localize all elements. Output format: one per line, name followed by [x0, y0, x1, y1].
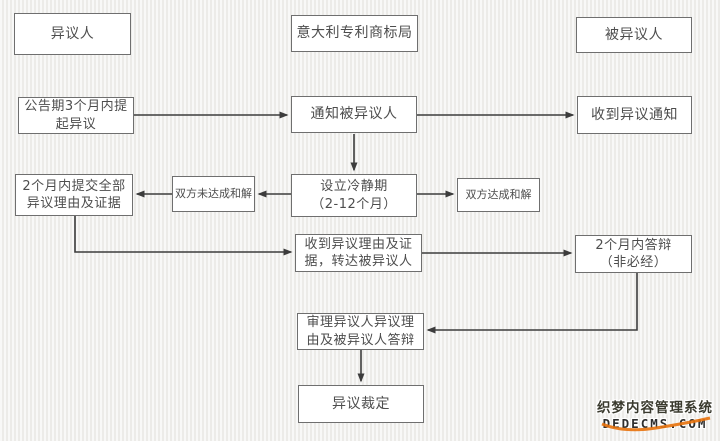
node-label: 通知被异议人 — [310, 106, 398, 123]
node-label: （2-12个月） — [311, 196, 397, 212]
node-label: （非必经） — [599, 255, 668, 270]
node-opposed-party: 被异议人 — [576, 17, 692, 53]
node-label: 收到异议通知 — [591, 106, 678, 123]
node-ruling: 异议裁定 — [298, 385, 424, 423]
node-trademark-office: 意大利专利商标局 — [291, 15, 418, 52]
node-forward-grounds: 收到异议理由及证 据，转达被异议人 — [295, 234, 422, 272]
node-label: 双方达成和解 — [465, 187, 532, 201]
node-label: 起异议 — [55, 116, 97, 132]
node-label: 2个月内提交全部 — [22, 178, 126, 194]
node-label: 收到异议理由及证 — [304, 236, 413, 252]
node-notify-opposed: 通知被异议人 — [291, 96, 417, 133]
node-file-opposition: 公告期3个月内提 起异议 — [18, 97, 134, 134]
node-label: 审理异议人异议理 — [306, 315, 415, 331]
node-no-settlement: 双方未达成和解 — [172, 176, 255, 212]
node-receive-notice: 收到异议通知 — [577, 96, 692, 134]
node-label: 意大利专利商标局 — [296, 25, 413, 42]
node-reply: 2个月内答辩 （非必经） — [575, 235, 692, 273]
node-label: 2个月内答辩 — [595, 237, 672, 253]
dedecms-watermark: 织梦内容管理系统 DEDECMS.COM — [594, 400, 716, 432]
arrow-submit-to-forward — [74, 216, 293, 256]
node-opponent: 异议人 — [14, 13, 131, 55]
node-label: 据，转达被异议人 — [304, 254, 413, 269]
node-cooling-off-period: 设立冷静期 （2-12个月） — [291, 174, 417, 217]
node-label: 被异议人 — [605, 26, 663, 43]
node-label: 双方未达成和解 — [175, 186, 252, 200]
node-label: 公告期3个月内提 — [24, 99, 128, 115]
node-submit-grounds: 2个月内提交全部 异议理由及证据 — [15, 174, 133, 216]
watermark-text-cn: 织梦内容管理系统 — [597, 400, 713, 416]
node-label: 异议裁定 — [332, 395, 390, 412]
node-examine: 审理异议人异议理 由及被异议人答辩 — [297, 313, 424, 350]
node-label: 由及被异议人答辩 — [306, 332, 415, 348]
watermark-text-en: DEDECMS.COM — [602, 415, 708, 431]
node-label: 异议人 — [50, 25, 95, 42]
node-label: 异议理由及证据 — [26, 196, 122, 211]
arrow-reply-to-examine — [426, 273, 638, 334]
node-settlement: 双方达成和解 — [457, 178, 540, 212]
node-label: 设立冷静期 — [320, 179, 388, 195]
